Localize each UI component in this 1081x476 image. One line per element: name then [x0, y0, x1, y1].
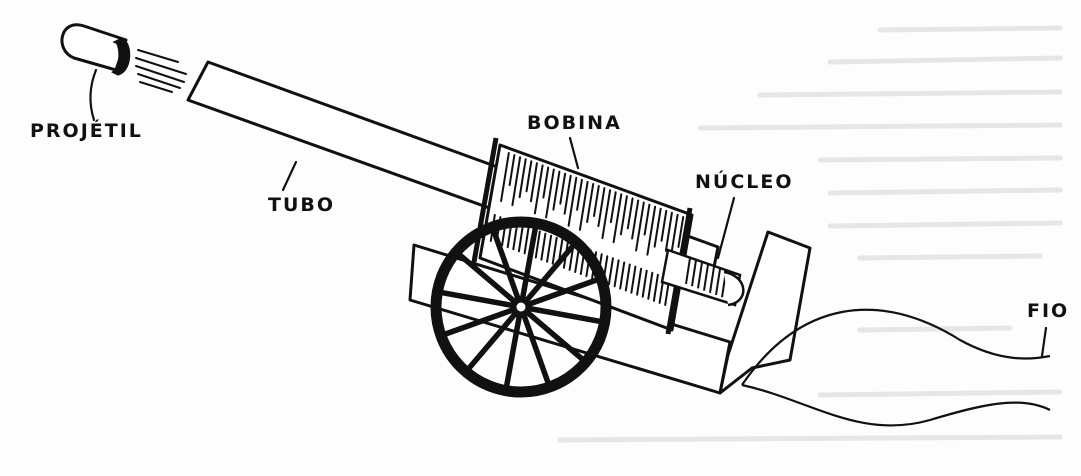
coil-winding — [546, 234, 553, 263]
core-thread — [715, 268, 721, 296]
coil-winding — [511, 156, 522, 207]
coil-winding — [630, 265, 637, 294]
coil-winding — [586, 183, 595, 223]
coil-winding — [607, 257, 614, 286]
coil-label: BOBINA — [527, 112, 622, 134]
coil-winding — [626, 197, 634, 230]
coil-winding — [525, 160, 533, 193]
coil-winding — [647, 271, 654, 300]
coil-winding — [652, 273, 659, 302]
coil-winding — [664, 211, 673, 252]
coil-winding — [551, 236, 558, 265]
coil-winding — [677, 216, 685, 248]
coil-winding — [635, 201, 645, 252]
wheel-spoke — [503, 304, 524, 391]
coil-winding — [518, 158, 527, 199]
coil-winding — [578, 180, 589, 231]
wheel-spoke — [441, 304, 524, 338]
wheel-spoke — [490, 227, 524, 310]
wheel-spoke — [518, 241, 577, 310]
wheel-spoke — [465, 304, 524, 373]
motion-lines — [135, 49, 187, 93]
coil-winding — [613, 259, 620, 288]
coil-winding — [601, 189, 612, 240]
core-thread — [709, 266, 715, 293]
coil-winding — [597, 187, 606, 228]
coil-winding — [563, 174, 572, 215]
coil-winding — [533, 164, 544, 215]
wire-label: FIO — [1027, 300, 1070, 322]
core-thread — [697, 262, 703, 289]
coil-winding — [619, 261, 626, 290]
core-thread — [691, 260, 697, 287]
coil-winding — [534, 230, 541, 259]
coil-winding — [631, 199, 640, 240]
coil-winding — [612, 193, 623, 244]
coil-winding — [517, 224, 524, 253]
coil-winding — [545, 168, 555, 219]
wheel-spoke — [455, 251, 524, 310]
coil-winding — [523, 226, 530, 255]
coil-winding — [609, 191, 617, 224]
coil-winding — [641, 269, 648, 298]
tube-label: TUBO — [268, 194, 336, 216]
coil-winding — [576, 178, 583, 211]
coil-winding — [512, 222, 519, 251]
coil-winding — [500, 152, 510, 202]
coil-winding — [646, 205, 657, 256]
wheel-spoke — [437, 289, 524, 310]
coil-winding — [508, 154, 516, 187]
coil-winding — [653, 207, 662, 248]
coil-winding — [636, 267, 643, 296]
coil-winding — [559, 172, 567, 205]
core-thread — [703, 264, 709, 291]
coil-winding — [542, 166, 550, 199]
coil-winding — [660, 209, 668, 242]
coil-winding — [643, 203, 651, 236]
coil-winding — [540, 232, 547, 261]
wheel-spoke — [518, 304, 605, 325]
coil-winding — [624, 263, 631, 292]
coil-winding — [552, 170, 561, 211]
core-thread — [685, 257, 691, 285]
wire — [741, 308, 1051, 427]
coil-winding — [567, 176, 578, 227]
coil-winding — [593, 185, 600, 217]
core-plunger — [660, 248, 745, 307]
projectile-label: PROJÉTIL — [30, 120, 143, 142]
wheel-spoke — [518, 304, 587, 363]
coil-winding — [529, 162, 538, 203]
projectile — [60, 23, 131, 76]
core-label: NÚCLEO — [695, 171, 794, 193]
coil-winding — [619, 195, 628, 236]
cart-wheel — [430, 216, 612, 398]
label-leader-lines — [89, 68, 1048, 358]
wheel-spoke — [518, 223, 539, 310]
background-text-texture — [557, 25, 1063, 443]
wheel-spoke — [518, 276, 601, 310]
wheel-spoke — [518, 304, 552, 387]
